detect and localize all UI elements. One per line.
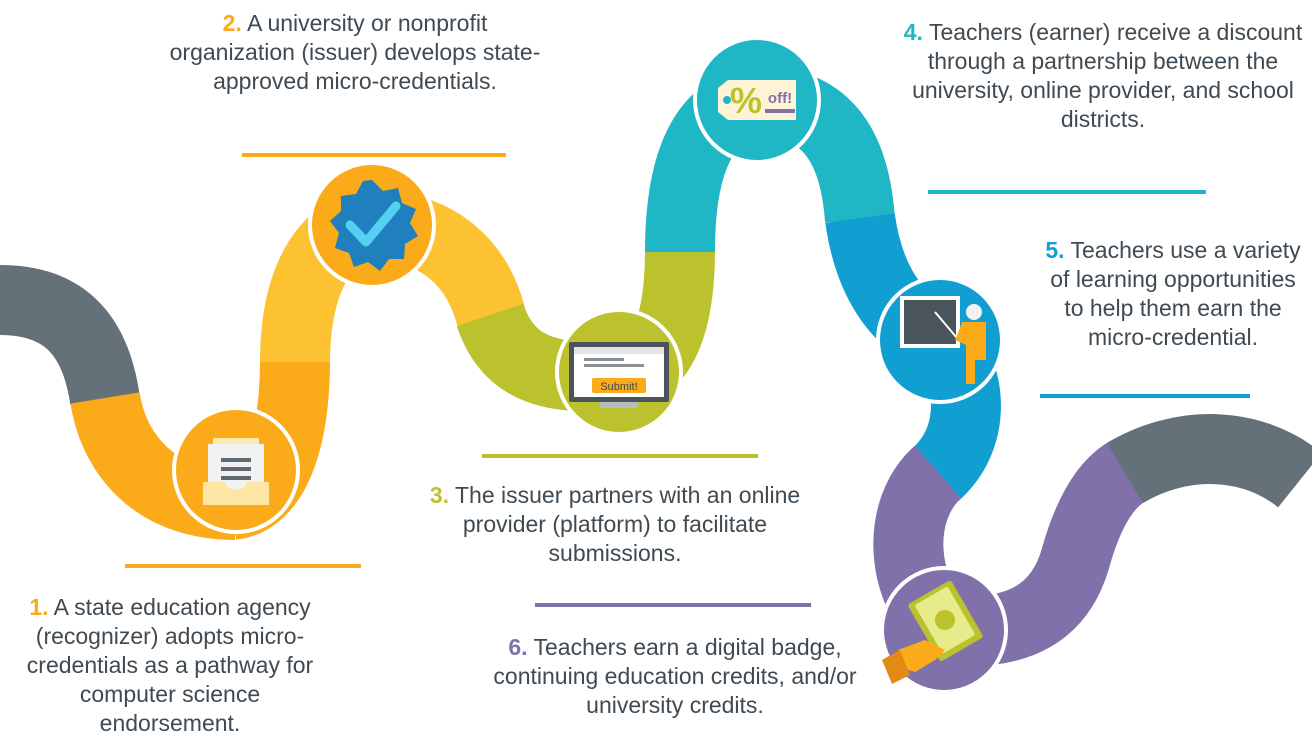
money-hand-icon [880, 566, 1008, 694]
step-5-text: 5. Teachers use a variety of learning op… [1038, 236, 1308, 352]
step-6-divider [535, 603, 811, 607]
step-3-description: The issuer partners with an online provi… [454, 482, 801, 566]
path-segment-end [1107, 414, 1312, 509]
step-1-divider [125, 564, 361, 568]
percent-symbol: % [730, 80, 762, 121]
step-5-number: 5. [1045, 237, 1065, 263]
step-2-text: 2. A university or nonprofit organizatio… [165, 9, 545, 96]
step-1-text: 1. A state education agency (recognizer)… [20, 593, 320, 738]
step-3-divider [482, 454, 758, 458]
step-3-text: 3. The issuer partners with an online pr… [405, 481, 825, 568]
step-2-number: 2. [222, 10, 242, 36]
step-2-description: A university or nonprofit organization (… [169, 10, 541, 94]
document-tray-icon [172, 406, 300, 534]
step-1-number: 1. [29, 594, 49, 620]
computer-monitor-icon: Submit! [555, 308, 683, 436]
step-6-text: 6. Teachers earn a digital badge, contin… [470, 633, 880, 720]
off-label: off! [768, 90, 792, 107]
step-6-number: 6. [508, 634, 528, 660]
teacher-board-icon [876, 276, 1004, 404]
step-4-number: 4. [903, 19, 923, 45]
step-6-description: Teachers earn a digital badge, continuin… [493, 634, 857, 718]
verified-badge-icon [308, 161, 436, 289]
path-segment-start [0, 265, 140, 406]
step-1-description: A state education agency (recognizer) ad… [26, 594, 314, 736]
step-2-divider [242, 153, 506, 157]
step-4-description: Teachers (earner) receive a discount thr… [912, 19, 1303, 132]
step-3-number: 3. [429, 482, 449, 508]
step-5-divider [1040, 394, 1250, 398]
step-4-text: 4. Teachers (earner) receive a discount … [893, 18, 1312, 134]
step-5-description: Teachers use a variety of learning oppor… [1050, 237, 1301, 350]
submit-button-label: Submit! [600, 381, 637, 393]
step-4-divider [928, 190, 1206, 194]
discount-tag-icon: % off! [693, 36, 821, 164]
